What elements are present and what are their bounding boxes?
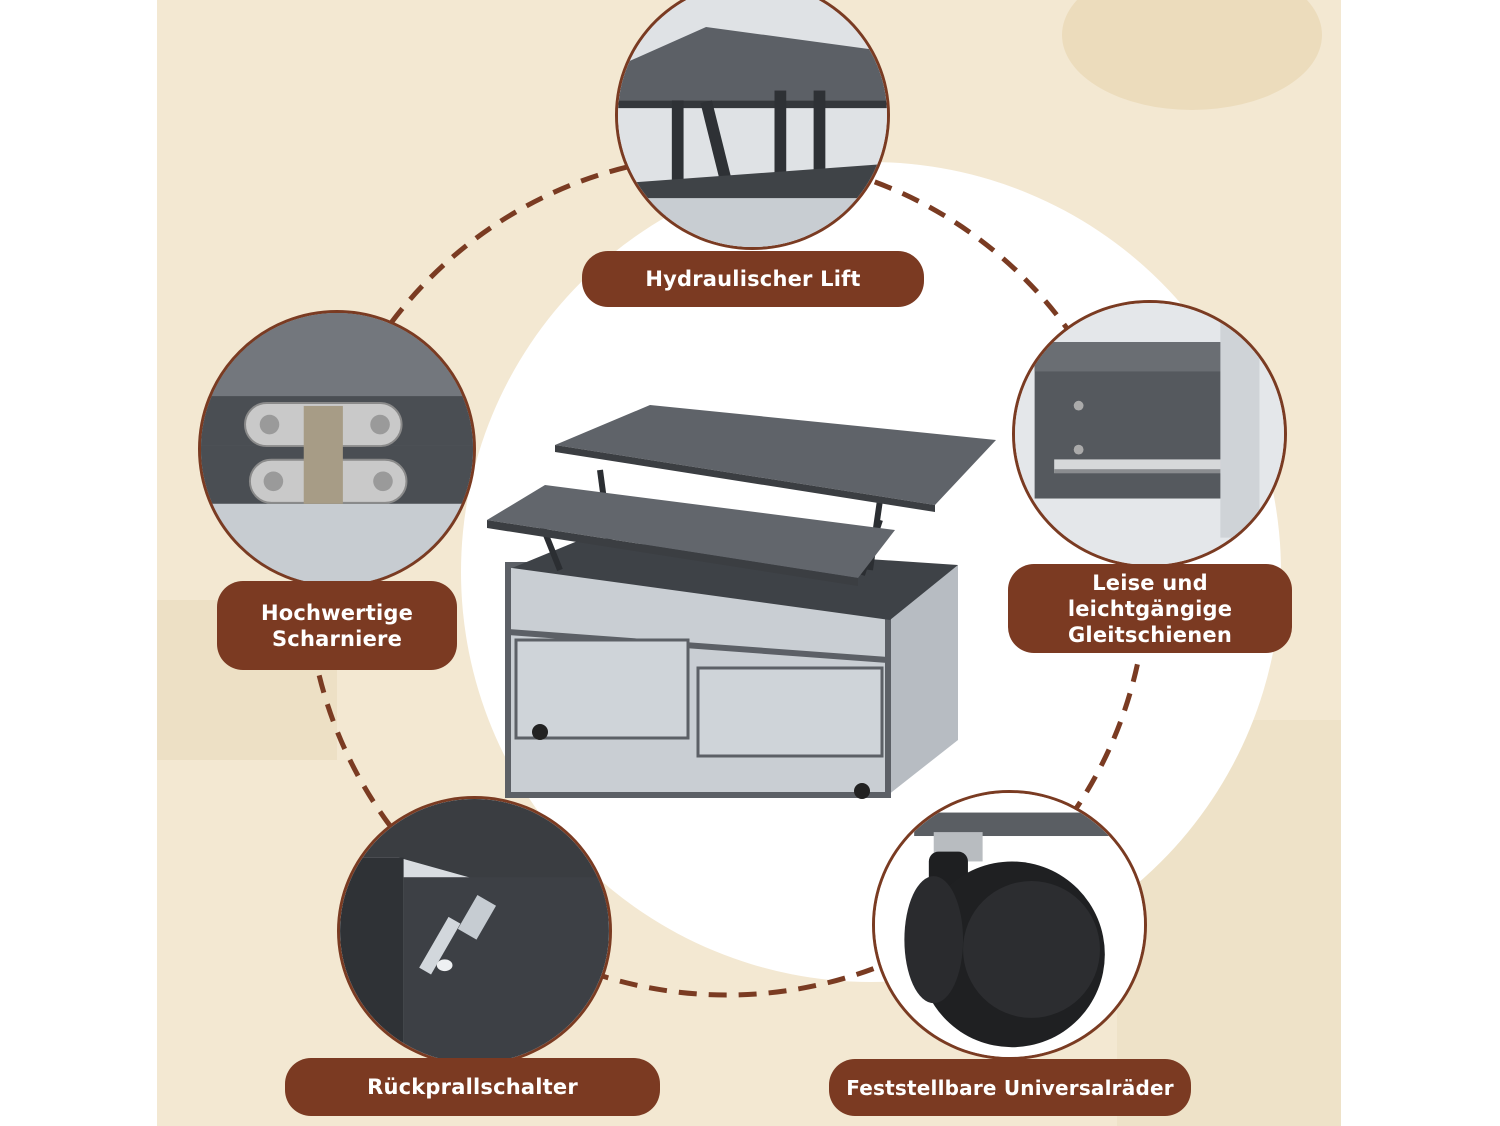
upper-tabletop [555, 405, 996, 505]
detail-hinges [198, 310, 476, 588]
label-hinges: Hochwertige Scharniere [217, 581, 457, 670]
label-hydraulic-lift-text: Hydraulischer Lift [645, 267, 861, 291]
label-rebound-switch-text: Rückprallschalter [367, 1075, 578, 1099]
label-hinges-line1: Hochwertige [260, 600, 414, 625]
label-hinges-line2: Scharniere [271, 626, 403, 651]
label-universal-wheels-text: Feststellbare Universalräder [846, 1075, 1174, 1100]
label-rails-line1: Leise und leichtgängige [1067, 570, 1233, 621]
label-rails-line2: Gleitschienen [1068, 622, 1232, 647]
label-hydraulic-lift: Hydraulischer Lift [582, 251, 924, 307]
front-lifted-shelf [487, 485, 895, 578]
caster-right [854, 783, 870, 799]
label-rebound-switch: Rückprallschalter [285, 1058, 660, 1116]
caster-left [532, 724, 548, 740]
lift-top-coffee-table [487, 405, 996, 799]
detail-universal-wheels [872, 790, 1147, 1060]
detail-slide-rails [1012, 300, 1287, 568]
label-universal-wheels: Feststellbare Universalräder [829, 1059, 1191, 1116]
table-body-side [888, 565, 958, 795]
detail-rebound-switch [337, 796, 612, 1066]
label-slide-rails: Leise und leichtgängige Gleitschienen [1008, 564, 1292, 653]
detail-hydraulic-lift [615, 0, 890, 250]
drawer-left [514, 638, 690, 740]
drawer-right [696, 666, 884, 758]
